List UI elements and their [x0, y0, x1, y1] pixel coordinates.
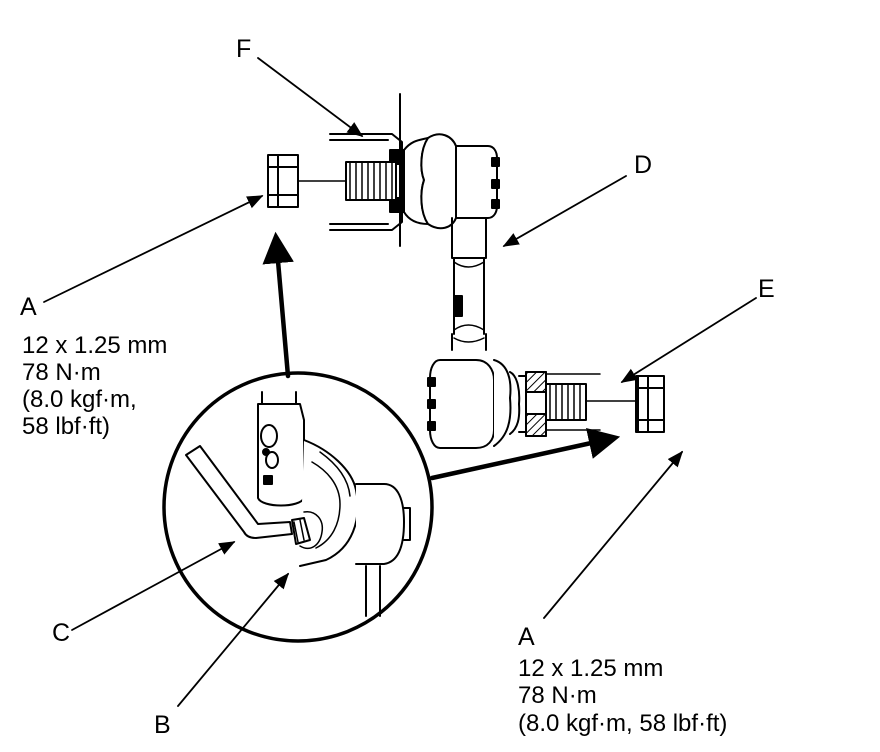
- upper-flange-nut: [267, 154, 349, 208]
- leader-b: [177, 572, 290, 707]
- callout-c: C: [52, 619, 71, 647]
- detail-pointer-arrows: [262, 231, 621, 481]
- leader-f: [257, 57, 364, 137]
- lower-flange-nut: [635, 375, 665, 433]
- callout-d: D: [634, 151, 653, 179]
- spec-lower-nm: 78 N·m: [518, 682, 597, 709]
- callout-e: E: [758, 275, 775, 303]
- leader-c: [71, 541, 236, 631]
- leader-e: [620, 297, 757, 383]
- pointer-to-upper-nut: [262, 231, 294, 379]
- spec-upper-size: 12 x 1.25 mm: [22, 332, 168, 359]
- spec-upper-kgf: (8.0 kgf·m,: [22, 386, 137, 413]
- leader-d: [502, 175, 627, 247]
- spec-upper-lbf: 58 lbf·ft): [22, 413, 111, 440]
- link-shaft: [451, 217, 487, 351]
- spec-lower-size: 12 x 1.25 mm: [518, 655, 664, 682]
- lower-threaded-stud: [545, 373, 637, 431]
- leader-a-lower: [543, 450, 684, 619]
- upper-threaded-stud: [345, 161, 397, 201]
- leader-lines: [43, 57, 757, 707]
- callout-f: F: [236, 35, 252, 63]
- leader-a-upper: [43, 195, 264, 303]
- callout-b: B: [154, 711, 171, 739]
- lower-bracket-nut: [525, 371, 547, 437]
- spec-lower-kgf-lbf: (8.0 kgf·m, 58 lbf·ft): [518, 710, 728, 737]
- lower-ball-joint: [427, 359, 527, 449]
- spec-upper-nm: 78 N·m: [22, 359, 101, 386]
- callout-a-lower: A: [518, 623, 535, 651]
- upper-ball-joint: [403, 133, 500, 230]
- hex-wrench: [185, 445, 324, 550]
- detail-ball-joint: [257, 391, 411, 617]
- callout-a-upper: A: [20, 293, 37, 321]
- pointer-to-lower-nut: [429, 428, 621, 481]
